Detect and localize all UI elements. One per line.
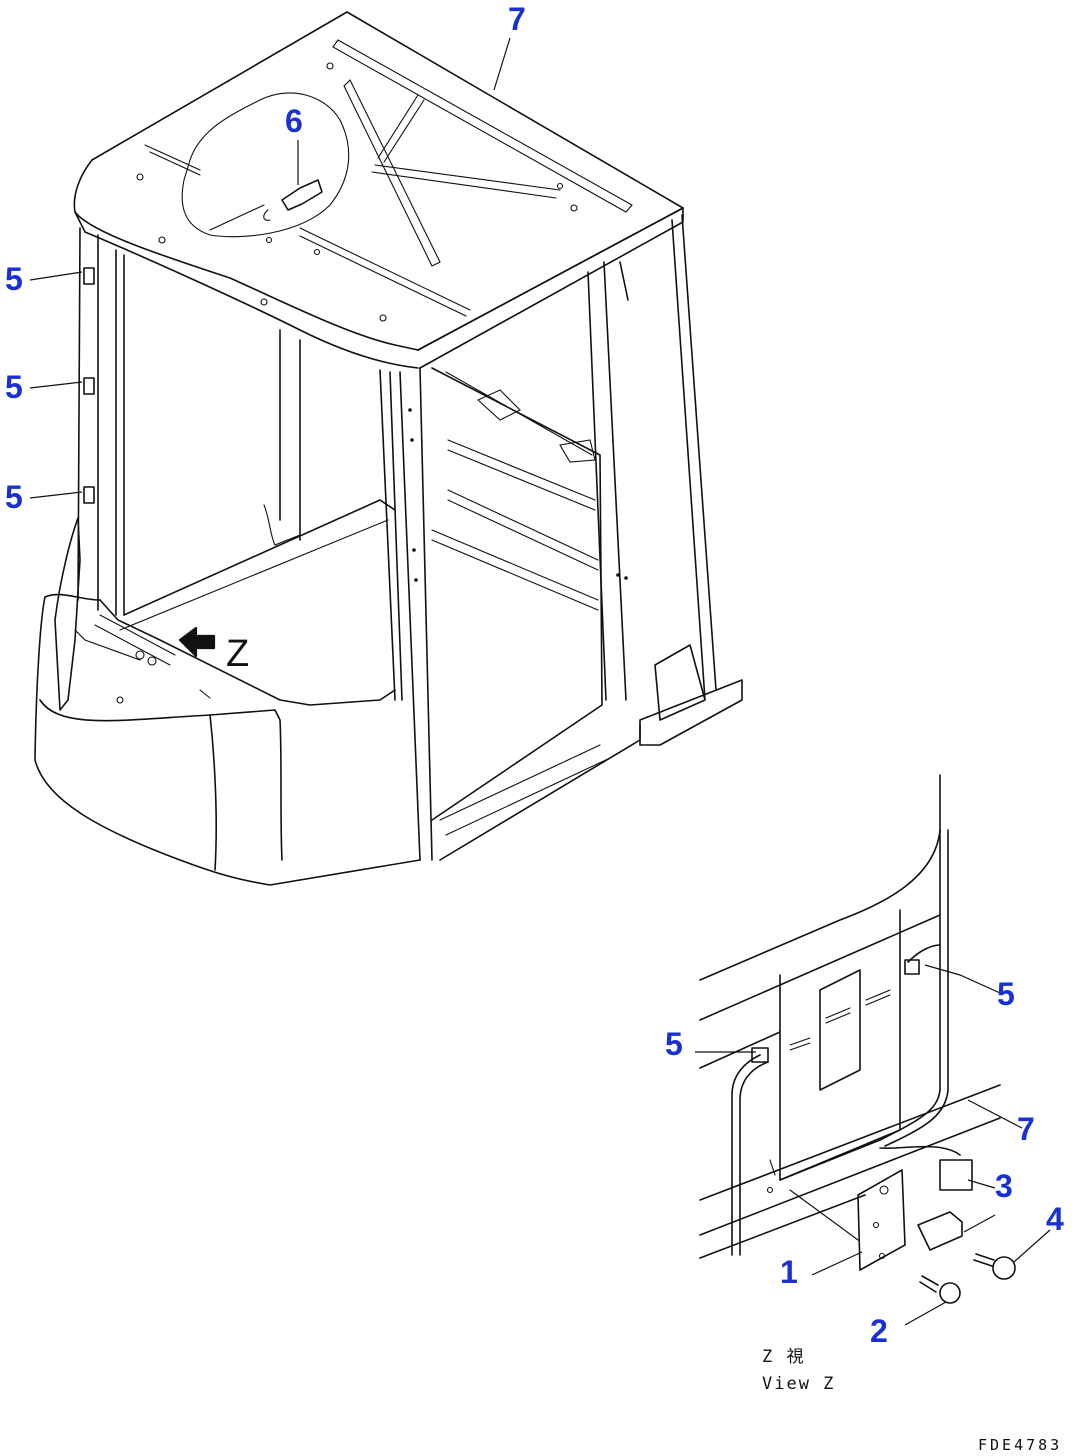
- callout-5-d: 5: [997, 976, 1015, 1012]
- callout-2: 2: [870, 1313, 888, 1349]
- callout-5-a: 5: [5, 261, 23, 297]
- roof-switch-part-6: [209, 140, 323, 231]
- callout-1: 1: [780, 1254, 798, 1290]
- callout-5-c: 5: [5, 479, 23, 515]
- cab-frame: [34, 214, 743, 886]
- callout-7-top: 7: [508, 1, 526, 37]
- callout-4: 4: [1046, 1201, 1064, 1237]
- callout-7-bottom: 7: [1017, 1111, 1035, 1147]
- callout-3: 3: [995, 1168, 1013, 1204]
- leader-lines: [29, 37, 1051, 1326]
- drawing-code: FDE4783: [978, 1436, 1062, 1454]
- cab-roof: [73, 11, 684, 369]
- view-z-detail: [699, 774, 1016, 1304]
- view-caption-line2: View Z: [762, 1374, 835, 1394]
- callout-6: 6: [285, 103, 303, 139]
- view-caption-line1: Z 視: [762, 1347, 805, 1367]
- callout-5-e: 5: [665, 1026, 683, 1062]
- callout-5-b: 5: [5, 369, 23, 405]
- view-arrow-label: Z: [226, 633, 249, 675]
